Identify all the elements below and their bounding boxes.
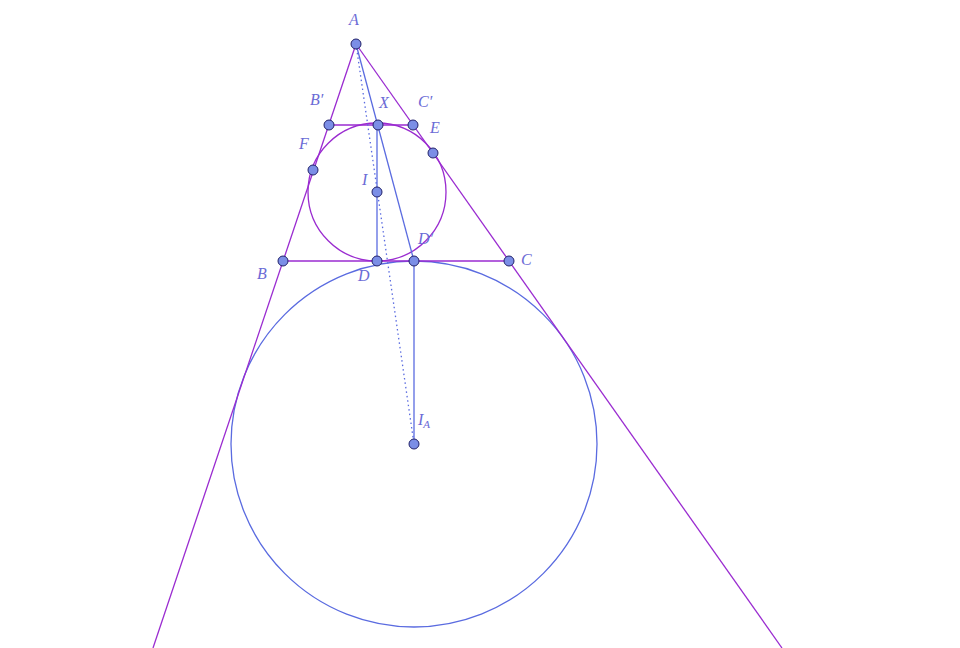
line-ac (356, 44, 782, 648)
point-label: D (358, 268, 370, 284)
point (428, 148, 438, 158)
point-label: IA (418, 412, 430, 430)
point (372, 187, 382, 197)
point-label: F (299, 136, 309, 152)
point-label: E (430, 120, 440, 136)
point (504, 256, 514, 266)
point (308, 165, 318, 175)
point (278, 256, 288, 266)
point-label: A (349, 12, 359, 28)
segment-b-c-prime (329, 124, 413, 125)
point-label: D′ (418, 231, 433, 247)
excircle (231, 261, 597, 627)
point (409, 439, 419, 449)
point (351, 39, 361, 49)
point-label: C′ (418, 94, 432, 110)
incircle (308, 123, 446, 261)
point-label: B (257, 266, 267, 282)
point-label: I (362, 172, 367, 188)
dotted-a-ia (356, 44, 414, 444)
point (409, 256, 419, 266)
point-label: X (379, 95, 389, 111)
segment-d-prime-ia (413, 261, 414, 444)
point-label: C (521, 252, 532, 268)
point-label: B′ (310, 92, 323, 108)
point (373, 120, 383, 130)
point (324, 120, 334, 130)
segment-bc (283, 260, 509, 261)
point (372, 256, 382, 266)
point (408, 120, 418, 130)
segment-a-d-prime (356, 44, 414, 261)
line-ab (153, 44, 356, 648)
